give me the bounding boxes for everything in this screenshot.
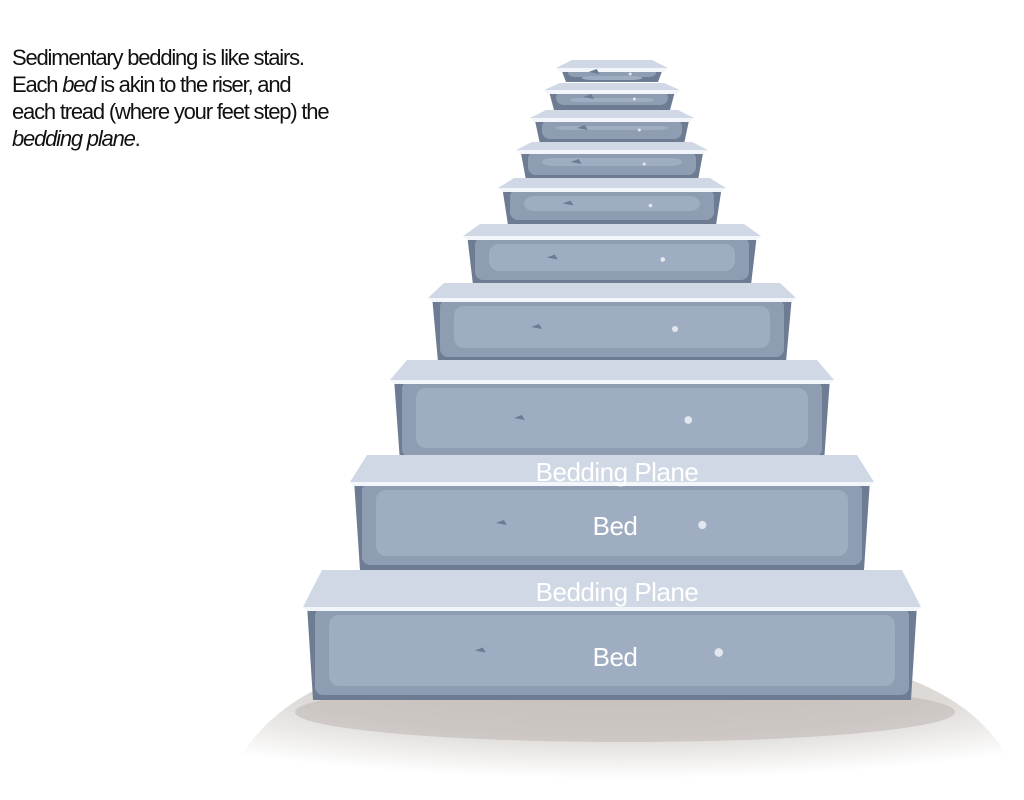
stair-step <box>350 455 874 570</box>
stair-riser-panel <box>376 490 848 556</box>
stair-tread <box>350 455 874 482</box>
stone-crack <box>531 324 542 329</box>
stone-chip <box>672 326 678 332</box>
label-bedding-plane-lower: Bedding Plane <box>536 577 699 607</box>
stair-tread-edge <box>556 68 668 72</box>
stone-crack <box>513 415 525 420</box>
stone-chip <box>632 97 636 101</box>
stone-crack <box>570 159 582 164</box>
stone-chip <box>698 520 707 530</box>
stone-crack <box>562 200 574 206</box>
stair-step <box>390 360 834 462</box>
stair-tread <box>428 283 796 298</box>
label-bedding-plane-upper: Bedding Plane <box>536 457 699 487</box>
stair-step <box>556 60 668 82</box>
stair-tread <box>544 83 680 90</box>
stone-crack <box>474 647 486 653</box>
stair-riser-panel <box>556 126 668 130</box>
stair-riser-panel <box>416 388 808 448</box>
stone-chip <box>642 162 646 166</box>
stair-riser-panel <box>570 98 654 102</box>
stair-step <box>516 142 708 180</box>
stair-tread <box>530 110 694 118</box>
label-bed-upper: Bed <box>593 511 638 541</box>
stair-riser-panel <box>489 244 735 271</box>
caption-term-bed: bed <box>62 72 96 97</box>
stair-tread <box>516 142 708 150</box>
stair-step <box>544 83 680 110</box>
caption-line-2-pre: Each <box>12 72 63 97</box>
stone-chip <box>714 648 724 657</box>
stair-riser-panel <box>454 306 770 348</box>
stone-chip <box>628 72 632 76</box>
label-bed-lower: Bed <box>593 642 638 672</box>
stair-tread-edge <box>544 90 680 94</box>
caption-line-3: each tread (where your feet step) the <box>12 99 330 124</box>
stair-tread-edge <box>390 380 834 384</box>
stair-tread <box>303 570 921 607</box>
stair-step <box>463 224 761 285</box>
stair-step <box>498 178 726 225</box>
stair-riser-panel <box>542 158 682 166</box>
stair-step <box>428 283 796 362</box>
stair-riser-panel <box>524 196 700 211</box>
stone-crack <box>588 69 600 74</box>
stair-step <box>303 570 921 700</box>
stair-riser-panel <box>329 615 895 686</box>
caption-term-bedding-plane: bedding plane <box>12 126 136 151</box>
stone-crack <box>546 254 558 260</box>
caption-line-1: Sedimentary bedding is like stairs. <box>12 45 305 70</box>
stair-riser-panel <box>582 76 642 80</box>
stair-tread <box>463 224 761 236</box>
steps <box>303 60 921 700</box>
stair-tread-edge <box>428 298 796 302</box>
stone-crack <box>583 94 595 99</box>
stair-tread <box>556 60 668 68</box>
stair-tread-edge <box>463 236 761 240</box>
caption-text: Sedimentary bedding is like stairs.Each … <box>12 44 452 152</box>
stair-tread-edge <box>498 188 726 192</box>
stone-chip <box>648 203 653 208</box>
stone-chip <box>684 416 693 424</box>
stair-tread-edge <box>350 482 874 486</box>
stair-tread-edge <box>303 607 921 611</box>
stone-crack <box>495 520 507 525</box>
stair-tread-edge <box>530 118 694 122</box>
stair-tread <box>390 360 834 380</box>
stone-chip <box>660 257 666 262</box>
stone-chip <box>637 128 641 132</box>
caption-line-4-post: . <box>134 126 141 151</box>
stair-tread <box>498 178 726 188</box>
stone-crack <box>576 125 588 130</box>
stair-step <box>530 110 694 144</box>
caption-line-2-post: is akin to the riser, and <box>95 72 291 97</box>
stair-tread-edge <box>516 150 708 154</box>
